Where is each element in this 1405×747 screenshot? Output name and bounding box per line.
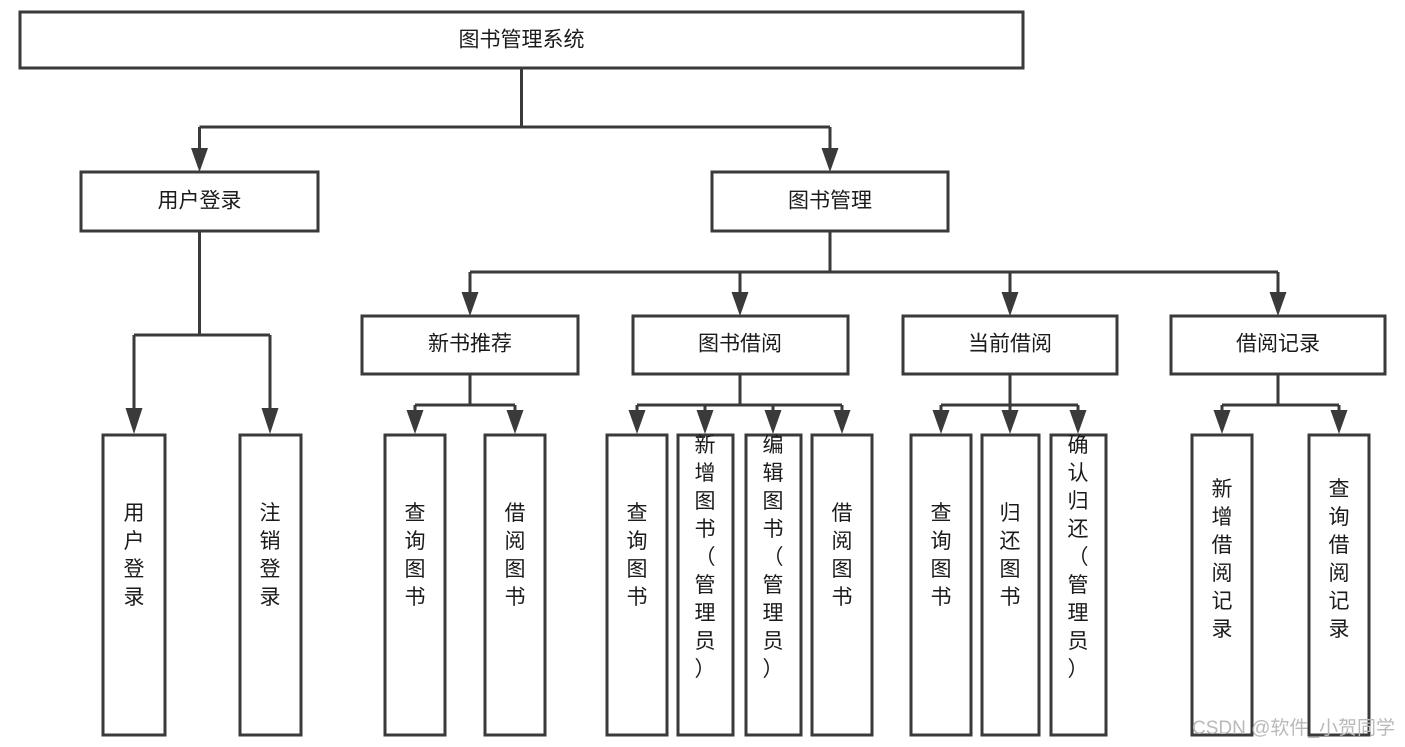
connector-group-root [191, 68, 839, 172]
node-leaf-confirm-return[interactable]: 确认归还（管理员） [1049, 433, 1108, 737]
node-leaf-query-book-3-box[interactable] [909, 433, 973, 737]
node-current-borrow-box[interactable] [901, 314, 1119, 376]
node-leaf-user-login-label: 用户登录 [124, 502, 145, 609]
node-leaf-borrow-book-2-label: 借阅图书 [832, 502, 853, 609]
node-leaf-add-record[interactable]: 新增借阅记录 [1190, 433, 1254, 737]
node-book-manage-box[interactable] [710, 170, 950, 233]
node-leaf-confirm-return-label: 确认归还（管理员） [1068, 434, 1089, 681]
node-leaf-add-book-label: 新增图书（管理员） [695, 434, 716, 681]
node-leaf-borrow-book-1-box[interactable] [483, 433, 547, 737]
node-leaf-query-book-3-label: 查询图书 [931, 502, 952, 609]
node-root[interactable]: 图书管理系统 [18, 10, 1025, 70]
connector-group-book-manage [461, 231, 1287, 316]
node-leaf-user-logout-box[interactable] [238, 433, 303, 737]
node-leaf-edit-book[interactable]: 编辑图书（管理员） [744, 433, 803, 737]
connector-group-user-login [125, 231, 279, 434]
node-book-borrow-box[interactable] [631, 314, 850, 376]
arrow-head-leaf-user-logout [261, 408, 279, 434]
node-leaf-query-book-2[interactable]: 查询图书 [605, 433, 669, 737]
node-leaf-borrow-book-2-box[interactable] [810, 433, 874, 737]
arrow-head-leaf-borrow-book-1 [506, 410, 524, 434]
node-leaf-edit-book-box[interactable] [744, 433, 803, 737]
node-root-label: 图书管理系统 [459, 29, 585, 52]
node-new-book-recommend[interactable]: 新书推荐 [360, 314, 580, 376]
node-new-book-recommend-label: 新书推荐 [428, 333, 512, 356]
arrow-head-leaf-user-login [125, 408, 143, 434]
node-leaf-borrow-book-1-label: 借阅图书 [505, 502, 526, 609]
node-leaf-return-book-box[interactable] [980, 433, 1041, 737]
node-leaf-user-login-box[interactable] [101, 433, 167, 737]
node-leaf-query-book-1-box[interactable] [383, 433, 447, 737]
connector-group-new-book-recommend [406, 374, 524, 434]
arrow-head-leaf-query-book-3 [932, 410, 950, 434]
node-leaf-edit-book-label: 编辑图书（管理员） [763, 434, 784, 681]
node-leaf-add-book[interactable]: 新增图书（管理员） [676, 433, 735, 737]
arrow-head-user-login [191, 148, 208, 172]
node-user-login-label: 用户登录 [158, 190, 242, 213]
node-leaf-query-book-3[interactable]: 查询图书 [909, 433, 973, 737]
arrow-head-leaf-edit-book [764, 410, 782, 434]
connector-group-book-borrow [628, 374, 851, 434]
node-leaf-confirm-return-box[interactable] [1049, 433, 1108, 737]
node-leaf-query-book-2-box[interactable] [605, 433, 669, 737]
node-book-manage-label: 图书管理 [788, 190, 872, 213]
arrow-head-leaf-query-book-1 [406, 410, 424, 434]
node-book-borrow-label: 图书借阅 [698, 333, 782, 356]
connector-group-borrow-record [1213, 374, 1348, 434]
node-borrow-record-box[interactable] [1169, 314, 1387, 376]
node-leaf-borrow-book-1[interactable]: 借阅图书 [483, 433, 547, 737]
arrow-head-book-manage [821, 148, 839, 172]
node-current-borrow[interactable]: 当前借阅 [901, 314, 1119, 376]
node-borrow-record[interactable]: 借阅记录 [1169, 314, 1387, 376]
arrow-head-leaf-add-book [696, 410, 714, 434]
node-leaf-return-book[interactable]: 归还图书 [980, 433, 1041, 737]
node-leaf-query-record-label: 查询借阅记录 [1329, 478, 1350, 641]
node-book-borrow[interactable]: 图书借阅 [631, 314, 850, 376]
node-leaf-borrow-book-2[interactable]: 借阅图书 [810, 433, 874, 737]
arrow-head-borrow-record [1269, 292, 1287, 316]
arrow-head-new-book-recommend [461, 292, 479, 316]
arrow-head-leaf-confirm-return [1069, 410, 1087, 434]
arrow-head-current-borrow [1001, 292, 1019, 316]
node-leaf-add-record-box[interactable] [1190, 433, 1254, 737]
arrow-head-leaf-query-book-2 [628, 410, 646, 434]
node-leaf-user-logout[interactable]: 注销登录 [238, 433, 303, 737]
node-root-box[interactable] [18, 10, 1025, 70]
arrow-head-leaf-return-book [1001, 410, 1019, 434]
node-current-borrow-label: 当前借阅 [968, 333, 1052, 356]
node-user-login-box[interactable] [79, 170, 320, 233]
node-borrow-record-label: 借阅记录 [1236, 333, 1320, 356]
node-book-manage[interactable]: 图书管理 [710, 170, 950, 233]
node-leaf-query-record-box[interactable] [1307, 433, 1371, 737]
arrow-head-leaf-borrow-book-2 [833, 410, 851, 434]
node-user-login[interactable]: 用户登录 [79, 170, 320, 233]
node-leaf-query-book-1-label: 查询图书 [405, 502, 426, 609]
arrow-head-leaf-query-record [1330, 410, 1348, 434]
node-leaf-add-record-label: 新增借阅记录 [1212, 478, 1233, 641]
node-leaf-add-book-box[interactable] [676, 433, 735, 737]
watermark-label: CSDN @软件_小贺同学 [1192, 717, 1395, 739]
node-leaf-query-record[interactable]: 查询借阅记录 [1307, 433, 1371, 737]
node-leaf-return-book-label: 归还图书 [1000, 502, 1021, 609]
node-leaf-user-login[interactable]: 用户登录 [101, 433, 167, 737]
node-new-book-recommend-box[interactable] [360, 314, 580, 376]
node-leaf-query-book-2-label: 查询图书 [627, 502, 648, 609]
connector-group-current-borrow [932, 374, 1087, 434]
arrow-head-book-borrow [731, 292, 749, 316]
node-leaf-query-book-1[interactable]: 查询图书 [383, 433, 447, 737]
arrow-head-leaf-add-record [1213, 410, 1231, 434]
node-leaf-user-logout-label: 注销登录 [260, 502, 281, 609]
